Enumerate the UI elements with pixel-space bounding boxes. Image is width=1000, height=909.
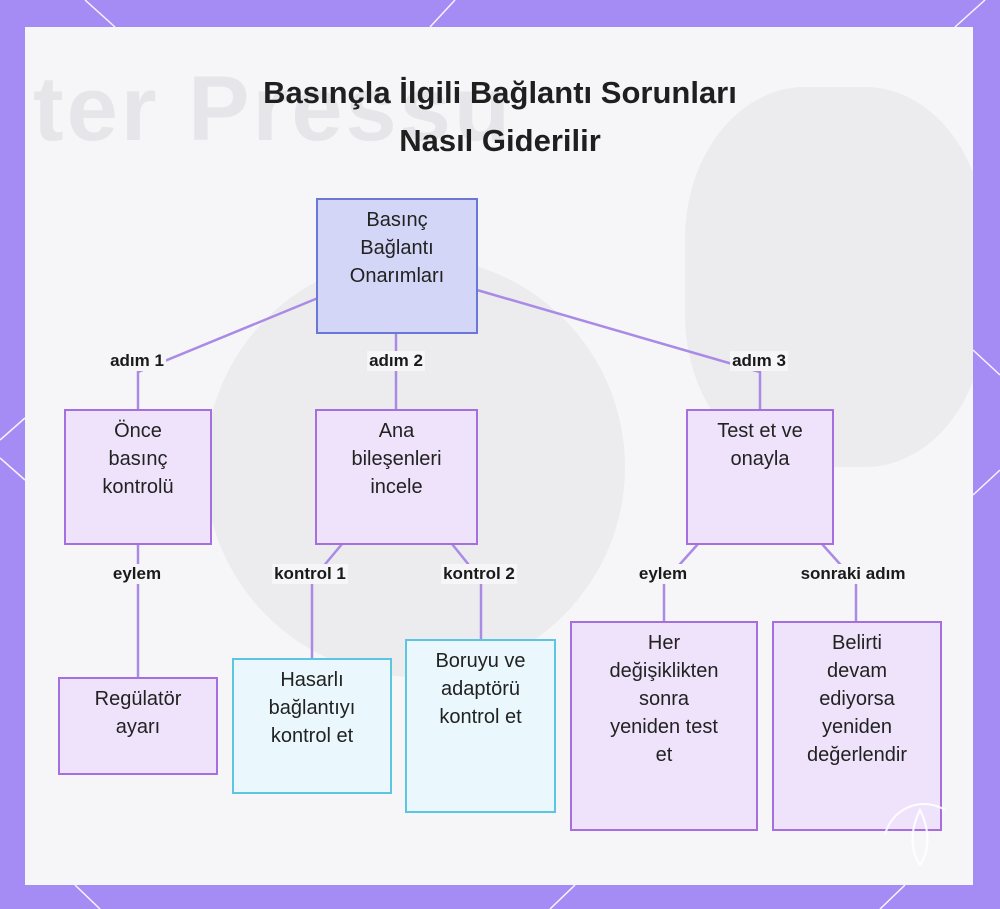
node-retest-after-change: Her değişiklikten sonra yeniden test et: [570, 621, 758, 831]
edge-label-step-3: adım 3: [730, 351, 788, 371]
node-step3-test-confirm: Test et ve onayla: [686, 409, 834, 545]
node-regulator-adjustment: Regülatör ayarı: [58, 677, 218, 775]
node-check-damaged-connection: Hasarlı bağlantıyı kontrol et: [232, 658, 392, 794]
edge-step2-pipe: [451, 543, 483, 640]
edge-label-check-2: kontrol 2: [441, 564, 517, 584]
edge-root-step1: [136, 296, 319, 410]
node-check-pipe-adapter: Boruyu ve adaptörü kontrol et: [405, 639, 556, 813]
node-root-pressure-repairs: Basınç Bağlantı Onarımları: [316, 198, 478, 334]
node-step2-inspect-components: Ana bileşenleri incele: [315, 409, 478, 545]
edge-label-next-step: sonraki adım: [798, 564, 908, 584]
diagram-title-line-2: Nasıl Giderilir: [399, 123, 601, 158]
edge-label-action-1: eylem: [110, 564, 164, 584]
edge-label-step-1: adım 1: [108, 351, 166, 371]
edge-root-step3: [476, 288, 762, 410]
corner-logo-icon: [884, 803, 946, 867]
background-photo-shape: [685, 87, 973, 467]
edge-step2-damaged: [310, 543, 343, 659]
node-step1-pressure-check: Önce basınç kontrolü: [64, 409, 212, 545]
edge-label-action-3: eylem: [636, 564, 690, 584]
diagram-title-line-1: Basınçla İlgili Bağlantı Sorunları: [263, 75, 737, 110]
edge-label-check-1: kontrol 1: [272, 564, 348, 584]
node-reassess-if-persists: Belirti devam ediyorsa yeniden değerlend…: [772, 621, 942, 831]
background-watermark: ter Pressu: [33, 58, 514, 160]
edge-label-step-2: adım 2: [367, 351, 425, 371]
